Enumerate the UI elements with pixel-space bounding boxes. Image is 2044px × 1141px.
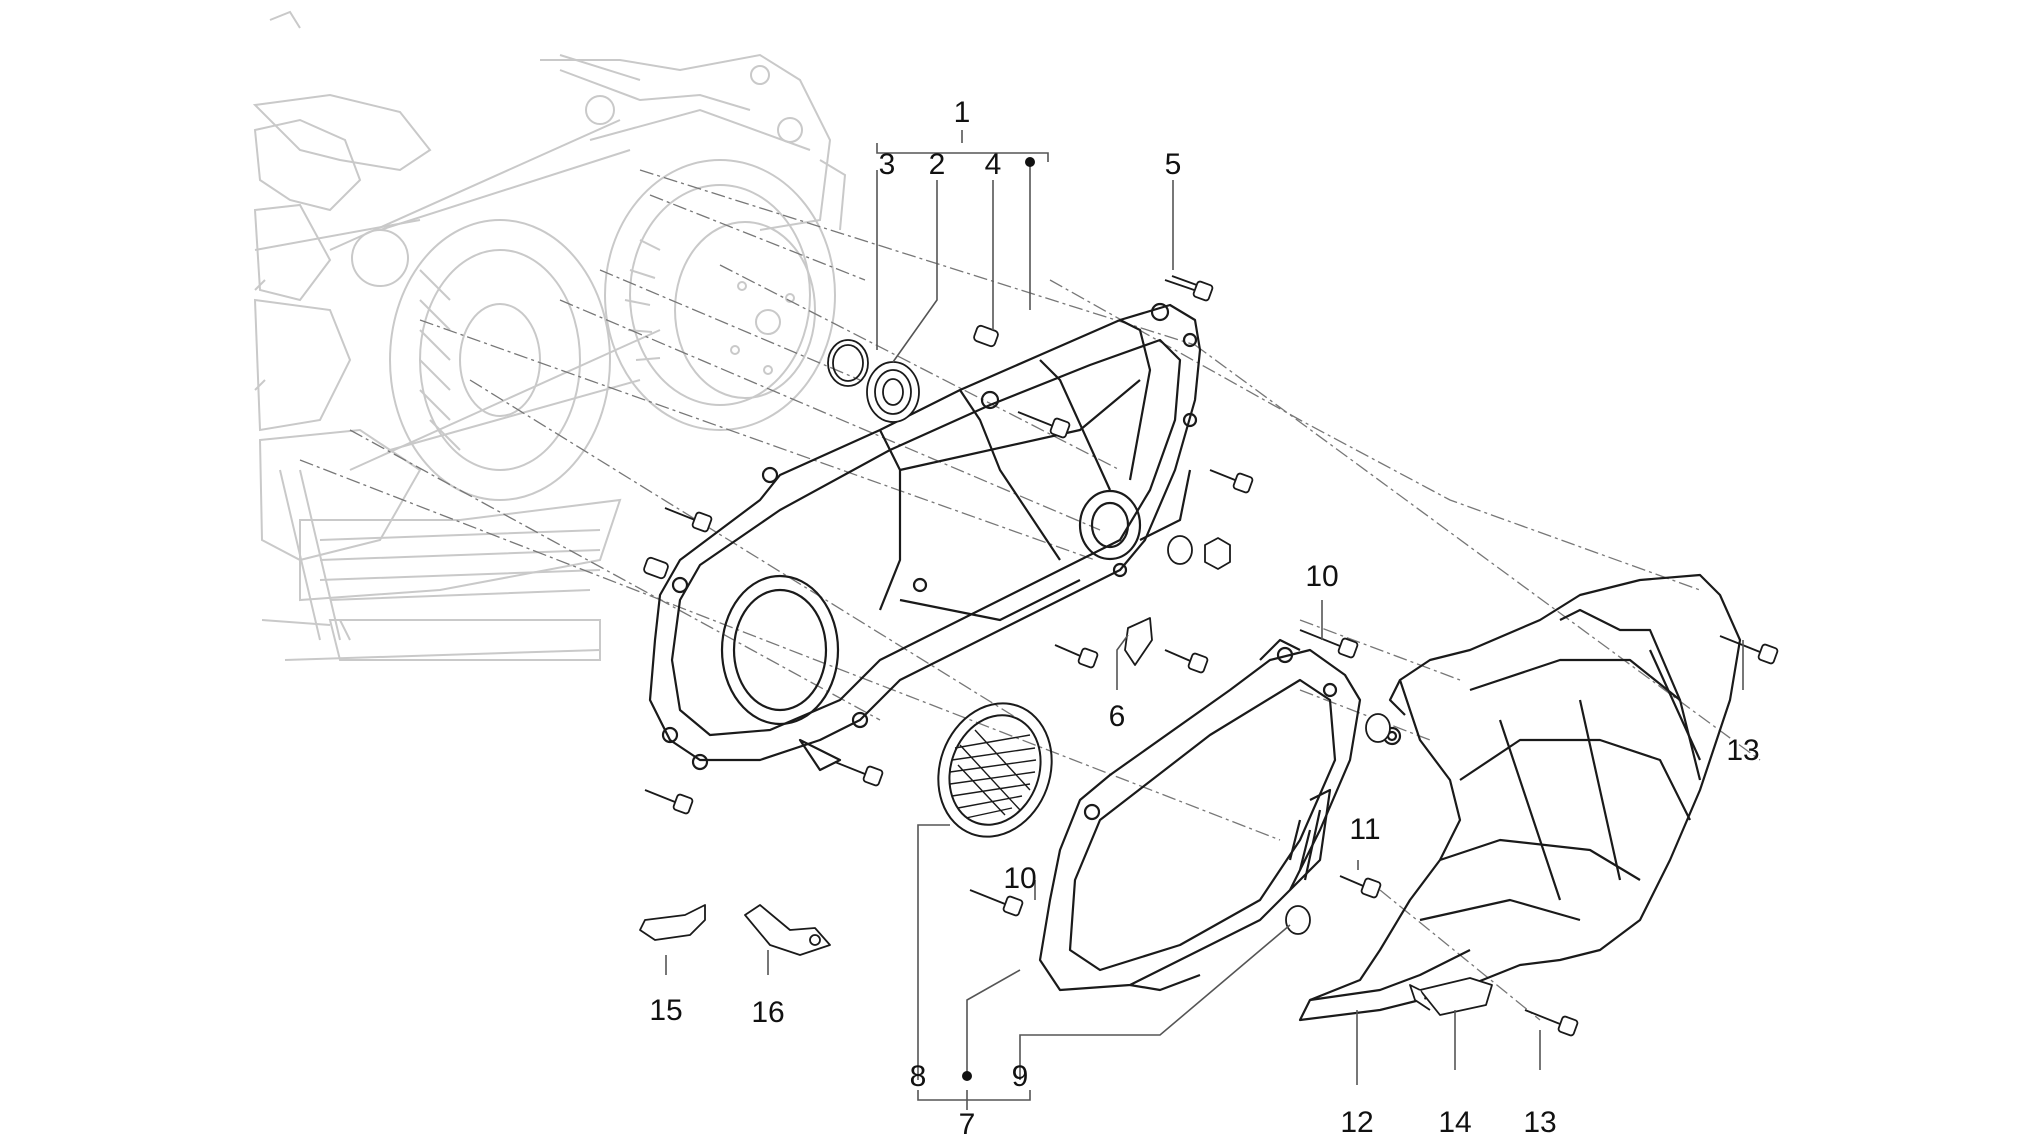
callout-12: 12	[1340, 1106, 1374, 1139]
callout-10-upper: 10	[1305, 560, 1339, 593]
leader-lines	[665, 130, 1744, 1110]
callout-13-upper: 13	[1726, 734, 1760, 767]
filter-grid	[937, 702, 1053, 838]
callout-3: 3	[878, 148, 896, 181]
callout-1: 1	[953, 96, 971, 129]
intake-cover	[1038, 638, 1362, 992]
engine-ghost	[252, 10, 847, 661]
callout-11: 11	[1349, 813, 1381, 846]
callout-4: 4	[984, 148, 1002, 181]
transmission-cover	[648, 302, 1202, 772]
callout-6: 6	[1108, 700, 1126, 733]
callout-5: 5	[1164, 148, 1182, 181]
alignment-lines	[299, 169, 1761, 1021]
leader-dots	[962, 157, 1035, 1081]
callout-2: 2	[928, 148, 946, 181]
callout-10-lower: 10	[1003, 862, 1037, 895]
callout-16: 16	[751, 996, 785, 1029]
callout-7: 7	[958, 1108, 976, 1141]
callout-9: 9	[1011, 1060, 1029, 1093]
callout-13-lower: 13	[1523, 1106, 1557, 1139]
outer-trim-cover	[1298, 573, 1742, 1022]
bolts	[644, 275, 1779, 1037]
callout-14: 14	[1438, 1106, 1472, 1139]
callout-8: 8	[909, 1060, 927, 1093]
callout-15: 15	[649, 994, 683, 1027]
small-parts	[639, 275, 1779, 1037]
